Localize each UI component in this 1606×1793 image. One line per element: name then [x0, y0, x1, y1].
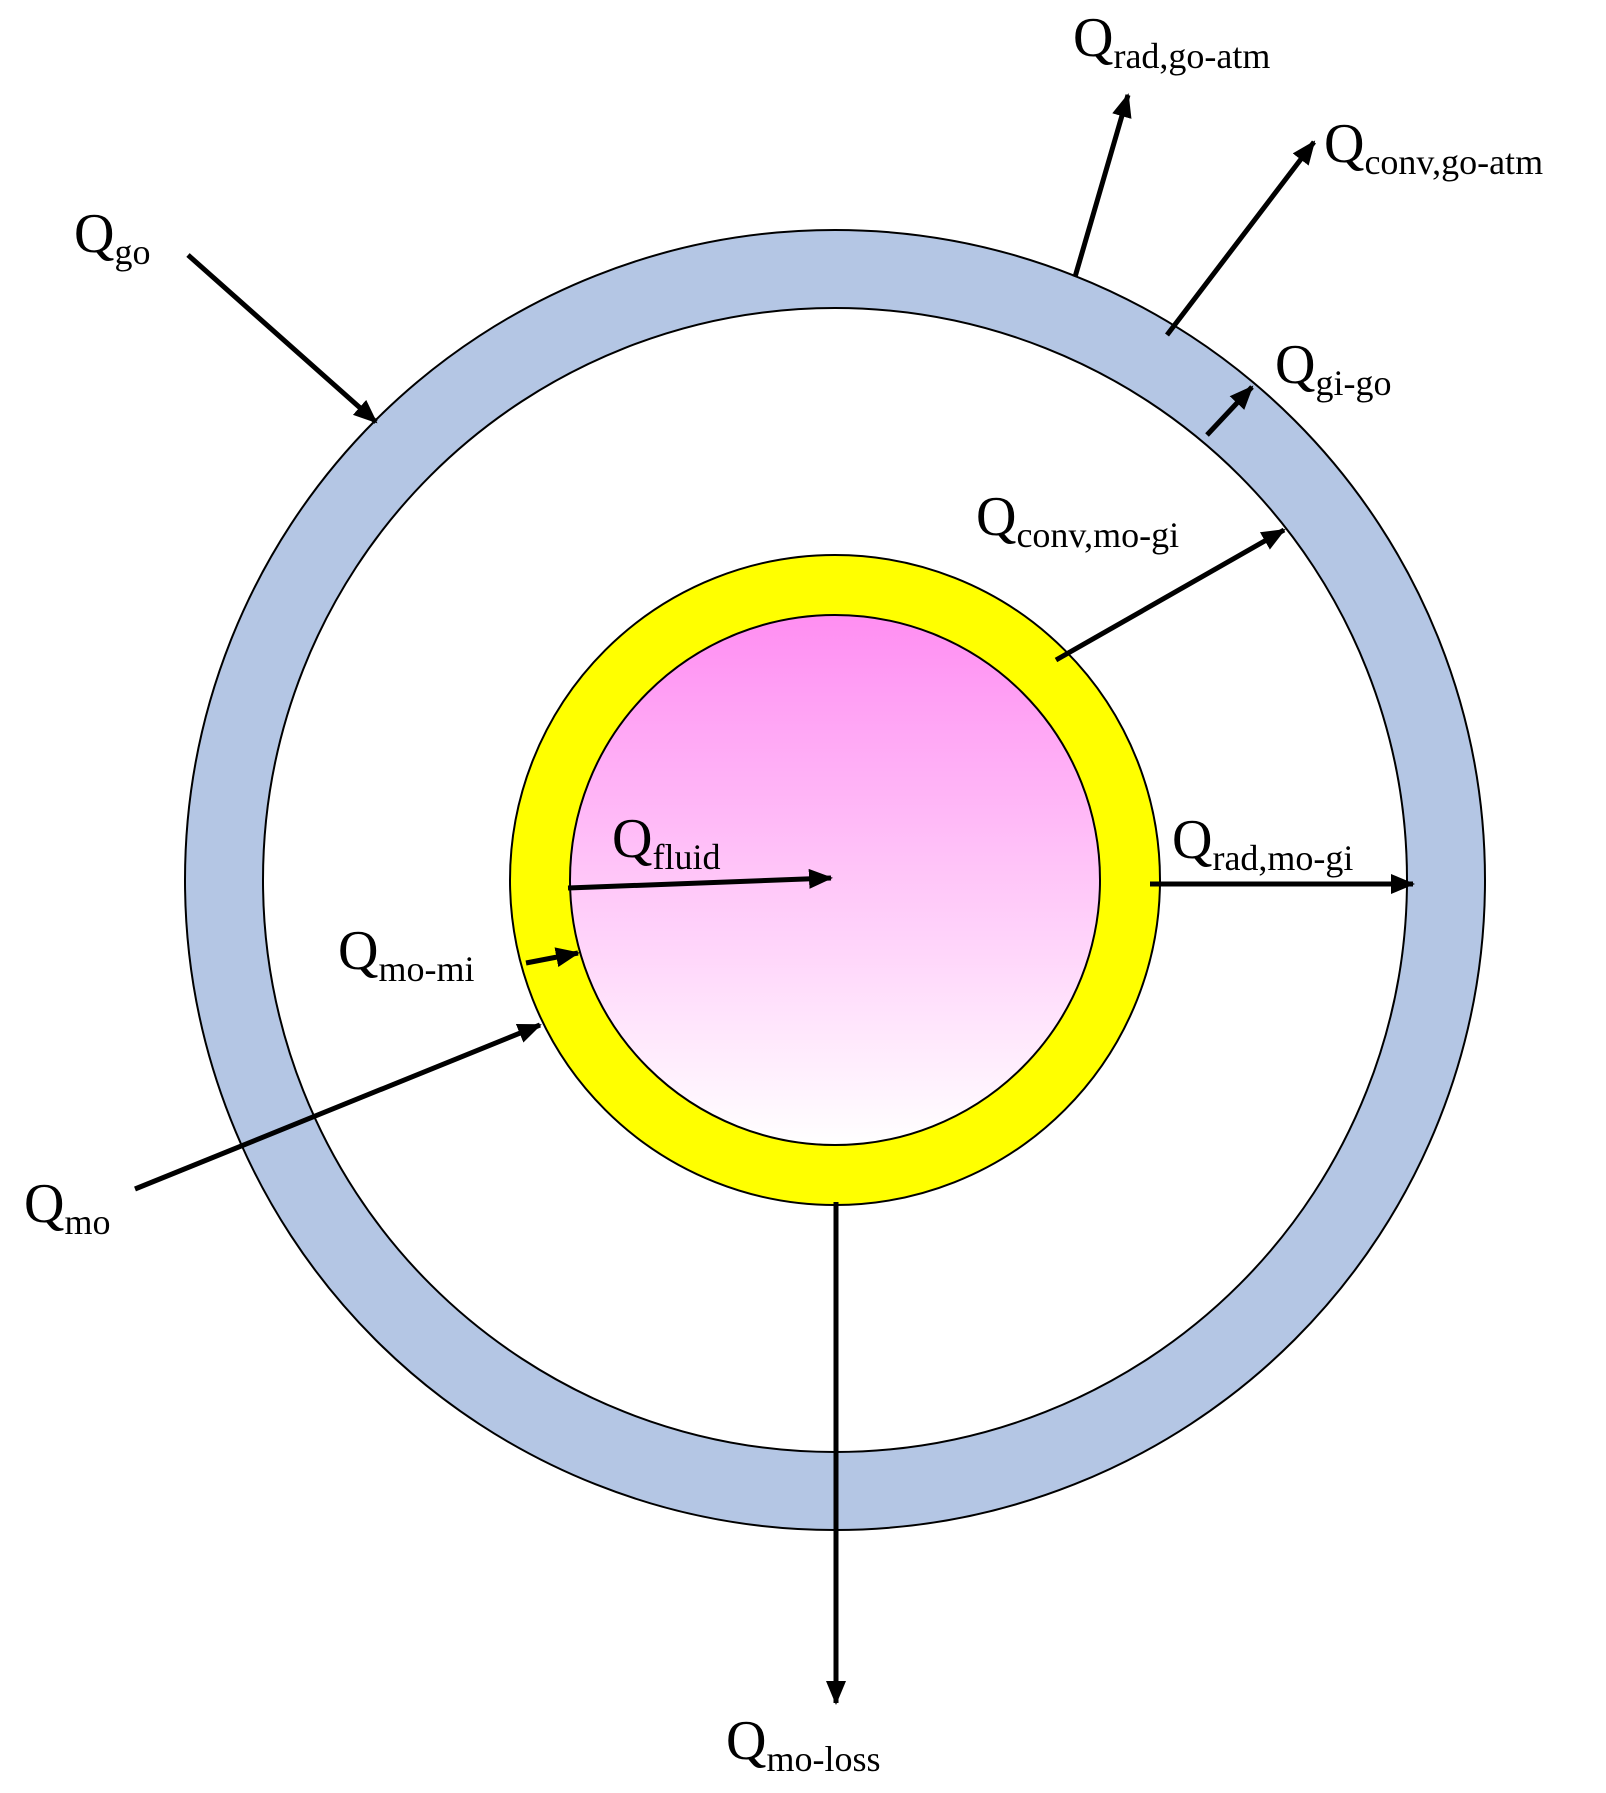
arrow-q-go — [186, 253, 378, 424]
label-q-mo-mi: Qmo-mi — [338, 920, 474, 989]
arrow-q-rad-go-atm — [1072, 93, 1132, 278]
arrow-q-mo — [134, 1022, 542, 1192]
label-q-conv-mo-gi: Qconv,mo-gi — [976, 486, 1179, 555]
label-q-go: Qgo — [74, 203, 150, 272]
label-q-rad-go-atm: Qrad,go-atm — [1073, 7, 1270, 76]
arrow-q-fluid — [567, 868, 833, 891]
arrow-q-conv-mo-gi — [1054, 527, 1286, 663]
arrow-q-gi-go — [1205, 385, 1254, 437]
label-q-fluid: Qfluid — [612, 808, 720, 877]
label-q-mo: Qmo — [24, 1173, 110, 1242]
arrow-q-mo-mi — [525, 947, 580, 967]
arrow-q-conv-go-atm — [1165, 140, 1316, 337]
heat-transfer-fluid — [569, 614, 1101, 1146]
label-q-rad-mo-gi: Qrad,mo-gi — [1172, 809, 1353, 878]
label-q-mo-loss: Qmo-loss — [726, 1710, 880, 1779]
label-q-conv-go-atm: Qconv,go-atm — [1324, 113, 1543, 182]
label-q-gi-go: Qgi-go — [1275, 334, 1391, 403]
